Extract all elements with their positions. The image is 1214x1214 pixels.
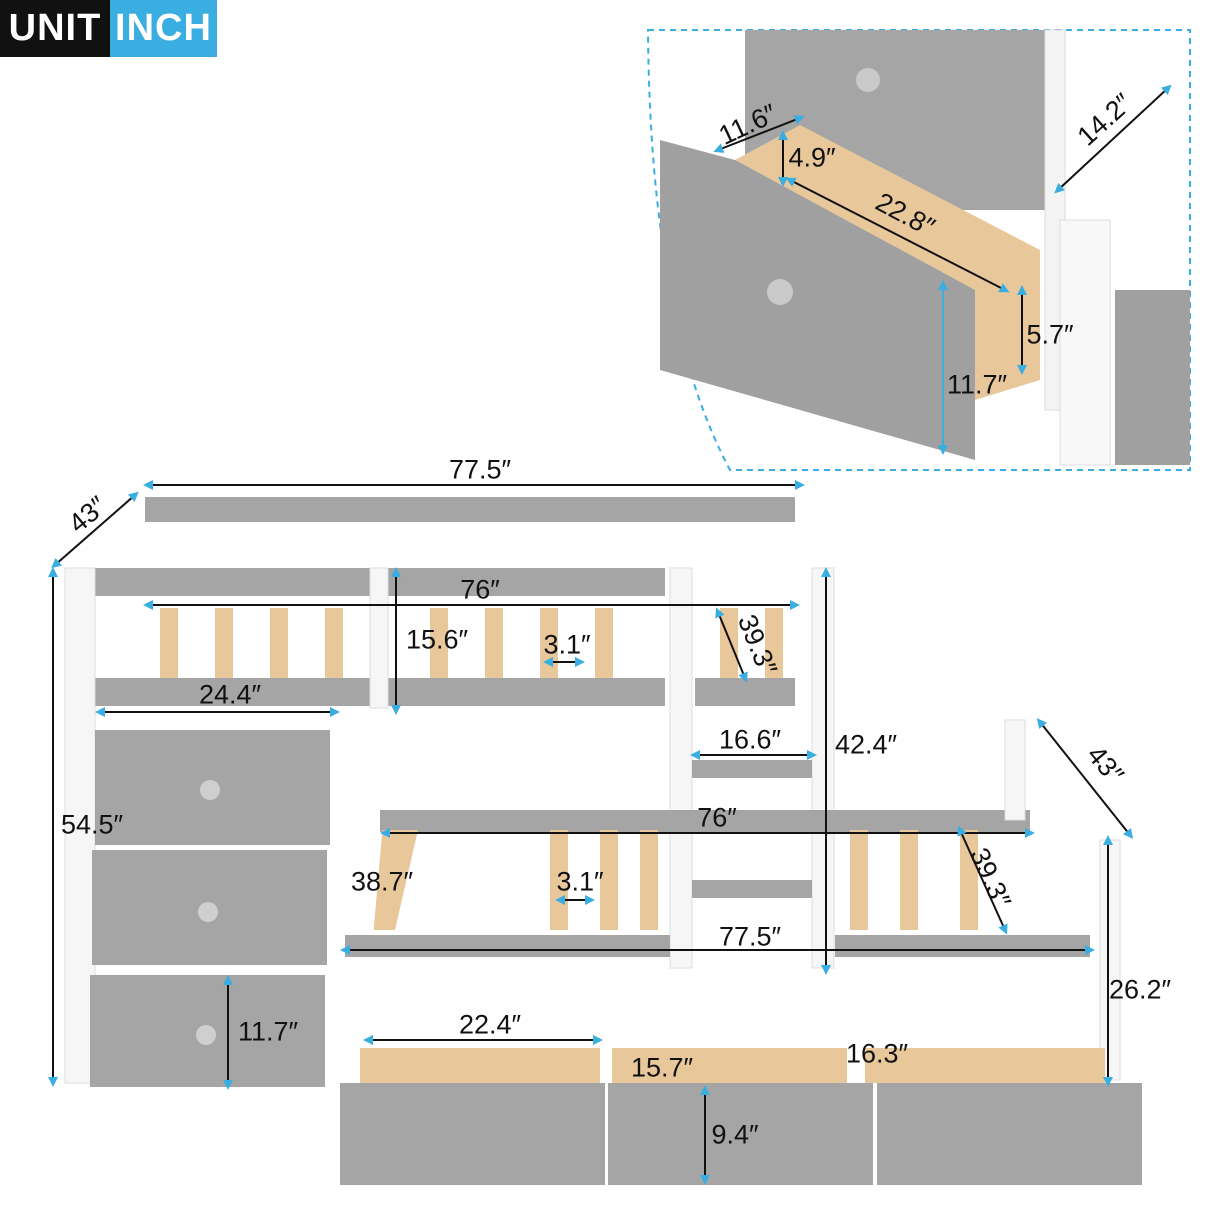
dim-top-length: 77.5″ bbox=[448, 454, 512, 485]
unit-badge-value: INCH bbox=[110, 0, 217, 57]
dim-guardrail-height: 15.6″ bbox=[405, 624, 469, 655]
dim-under-drawer-inner-width: 15.7″ bbox=[630, 1052, 694, 1083]
dim-lower-inner-length: 76″ bbox=[697, 802, 737, 833]
dim-under-drawer-width: 16.3″ bbox=[845, 1038, 909, 1069]
dim-top-inner-length: 76″ bbox=[460, 574, 500, 605]
dim-lower-slat-gap: 3.1″ bbox=[556, 866, 604, 897]
dim-total-height: 54.5″ bbox=[60, 809, 124, 840]
dim-under-drawer-height: 9.4″ bbox=[711, 1119, 759, 1150]
dim-cabinet-width: 24.4″ bbox=[198, 679, 262, 710]
dim-lower-bed-height: 26.2″ bbox=[1108, 974, 1172, 1005]
loft-bed bbox=[64, 497, 1142, 1185]
dim-clearance-height: 38.7″ bbox=[350, 866, 414, 897]
dim-lower-length: 77.5″ bbox=[718, 921, 782, 952]
inset-dim-front-height: 11.7″ bbox=[946, 369, 1008, 400]
dim-ladder-height: 42.4″ bbox=[834, 729, 898, 760]
inset-dim-inner-height: 4.9″ bbox=[788, 142, 836, 173]
dimension-lines bbox=[48, 480, 1134, 1185]
inset-dim-box-height: 5.7″ bbox=[1026, 319, 1074, 350]
dim-ladder-width: 16.6″ bbox=[718, 724, 782, 755]
inset-drawer bbox=[660, 29, 1190, 466]
dim-under-drawer-length: 22.4″ bbox=[458, 1009, 522, 1040]
dim-cabinet-drawer-height: 11.7″ bbox=[237, 1016, 299, 1047]
unit-badge-label: UNIT bbox=[0, 0, 110, 57]
dim-top-slat-gap: 3.1″ bbox=[543, 629, 591, 660]
